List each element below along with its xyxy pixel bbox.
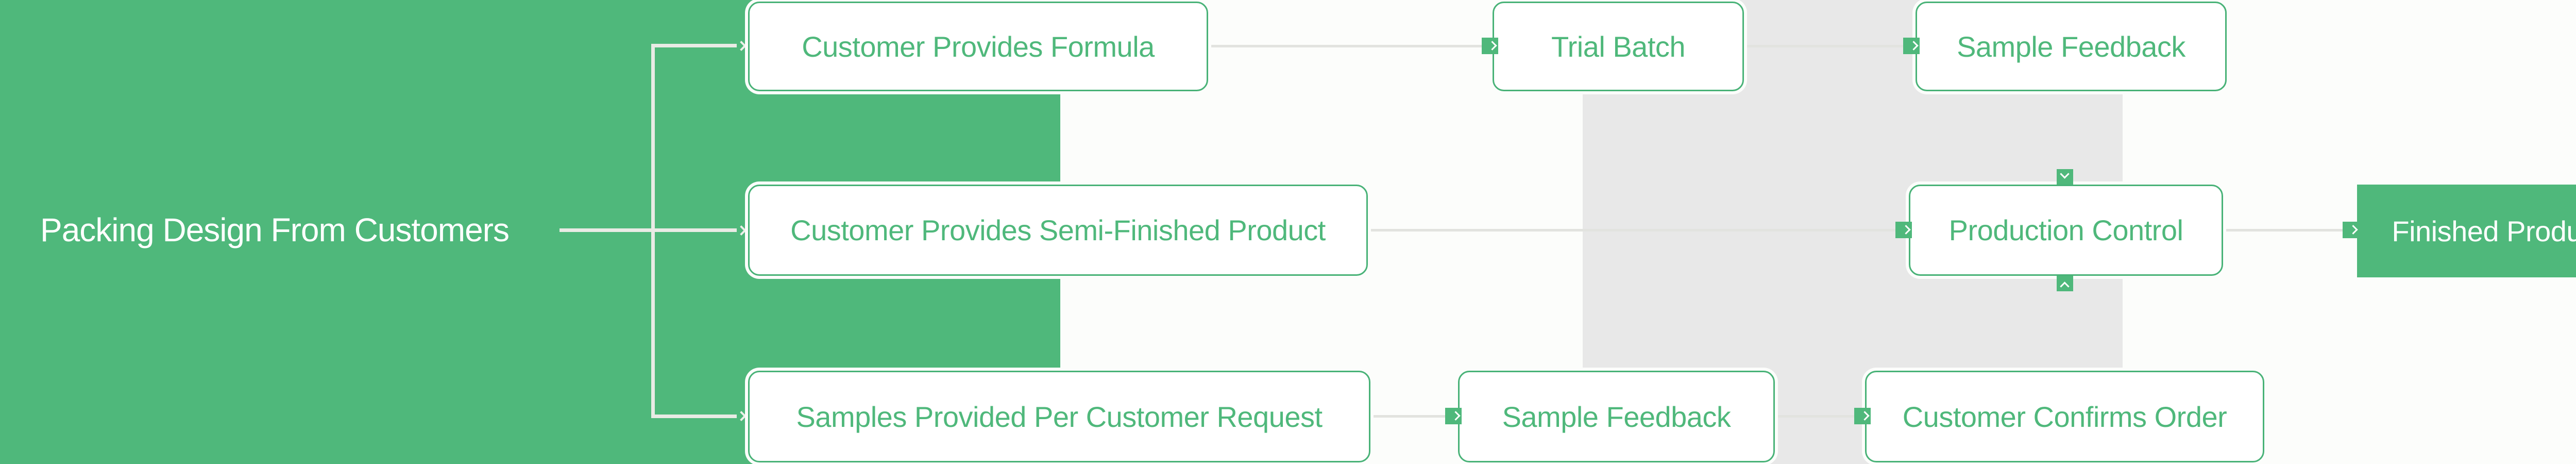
bracket-branch-top [651, 44, 737, 47]
arrowhead-square-sample-feedback-top [1903, 38, 1920, 54]
bracket-branch-bottom [651, 415, 737, 418]
arrow-right-icon [2348, 225, 2358, 235]
node-trial-batch[interactable]: Trial Batch [1493, 2, 1744, 91]
node-customer-provides-formula[interactable]: Customer Provides Formula [748, 2, 1208, 91]
connector-sample-feedback-to-confirms-order [1775, 415, 1856, 418]
bracket-branch-middle [560, 228, 737, 232]
node-customer-confirms-order[interactable]: Customer Confirms Order [1865, 371, 2264, 462]
connector-semi-finished-to-production-control [1368, 229, 1897, 231]
arrow-right-icon [1901, 225, 1911, 235]
arrowhead-square-production-control-bottom [2057, 276, 2073, 291]
node-sample-feedback-bottom[interactable]: Sample Feedback [1458, 371, 1775, 462]
arrow-right-icon [1487, 41, 1497, 51]
arrowhead-square-production-control-left [1895, 222, 1912, 238]
arrowhead-square-finished-product [2343, 222, 2359, 238]
node-finished-product[interactable]: Finished Product [2357, 185, 2576, 277]
connector-formula-to-trial-batch [1208, 45, 1483, 47]
arrowhead-square-sample-feedback-bottom [1445, 408, 1462, 424]
connector-trial-batch-to-sample-feedback [1744, 45, 1905, 47]
arrow-right-icon [1451, 411, 1461, 421]
arrowhead-square-customer-confirms-order [1854, 408, 1871, 424]
arrowhead-square-production-control-top [2057, 169, 2073, 185]
connector-samples-to-sample-feedback [1370, 415, 1447, 418]
node-customer-provides-semi-finished-product[interactable]: Customer Provides Semi-Finished Product [748, 185, 1368, 276]
diagram-root-title[interactable]: Packing Design From Customers [40, 211, 510, 248]
arrowhead-square-trial-batch [1482, 38, 1498, 54]
connector-production-control-to-finished-product [2223, 229, 2344, 231]
arrow-down-icon [2060, 169, 2070, 179]
node-production-control[interactable]: Production Control [1909, 185, 2223, 276]
node-samples-provided-per-customer-request[interactable]: Samples Provided Per Customer Request [748, 371, 1370, 462]
arrow-right-icon [1909, 41, 1919, 51]
arrow-right-icon [1860, 411, 1870, 421]
node-sample-feedback-top[interactable]: Sample Feedback [1916, 2, 2227, 91]
arrow-up-icon [2060, 281, 2070, 291]
